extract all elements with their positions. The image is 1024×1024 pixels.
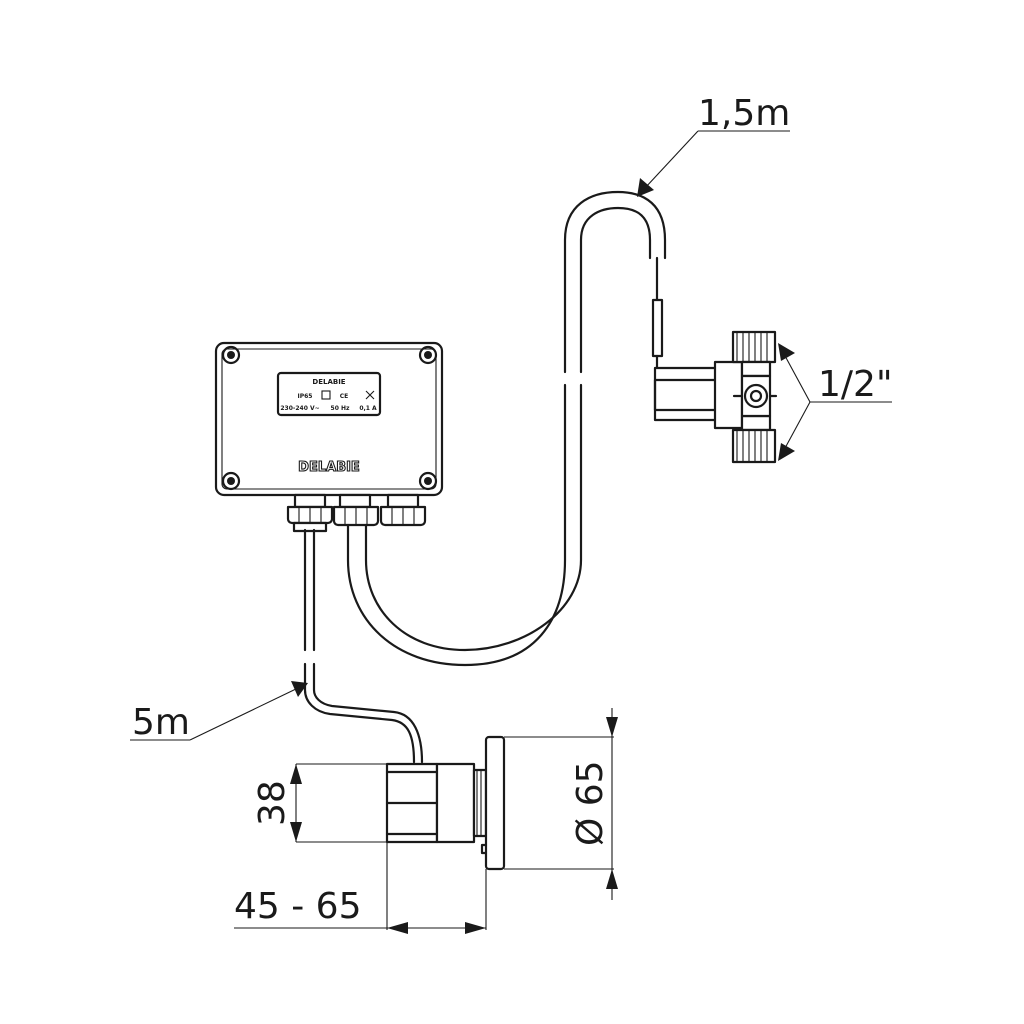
weee-icon — [365, 390, 375, 400]
cable-gland-left — [286, 493, 334, 533]
corner-screw — [418, 345, 438, 365]
plate-voltage: 230-240 V~ — [280, 405, 319, 412]
dimension-label-38: 38 — [252, 780, 293, 826]
sensor-unit — [385, 735, 506, 871]
plate-brand: DELABIE — [312, 378, 345, 386]
dimension-1-5m: 1,5m — [637, 93, 790, 197]
rating-plate: DELABIE IP65 CE 230-240 V~ 50 Hz 0,1 A — [276, 371, 382, 417]
cable-gland-right — [379, 493, 427, 527]
corner-screw — [221, 345, 241, 365]
cable-gland-middle — [332, 493, 380, 527]
plate-current: 0,1 A — [359, 405, 377, 412]
dimension-38: 38 — [252, 763, 387, 843]
solenoid-valve — [653, 330, 778, 464]
corner-screw — [221, 471, 241, 491]
dimension-label-1-5m: 1,5m — [698, 93, 790, 134]
plate-ip-rating: IP65 — [298, 393, 313, 400]
dimension-5m: 5m — [130, 681, 308, 743]
dimension-label-thread: 1/2" — [818, 364, 893, 405]
box-brand-logo: DELABIE — [298, 460, 360, 475]
dimension-label-diameter: Ø 65 — [570, 760, 611, 846]
thread-top — [731, 330, 777, 378]
dimension-depth: 45 - 65 — [234, 842, 487, 934]
cable-sensor — [303, 528, 424, 764]
cable-valve — [346, 190, 667, 667]
plate-frequency: 50 Hz — [331, 405, 350, 412]
dimension-label-5m: 5m — [132, 702, 190, 743]
thread-bottom — [731, 414, 777, 464]
plate-ce-mark: CE — [340, 393, 349, 400]
dimension-diameter: Ø 65 — [504, 708, 618, 900]
junction-box: DELABIE IP65 CE 230-240 V~ 50 Hz 0,1 A D… — [214, 341, 444, 533]
dimension-thread: 1/2" — [778, 343, 893, 461]
dimension-label-depth: 45 - 65 — [234, 886, 362, 927]
corner-screw — [418, 471, 438, 491]
